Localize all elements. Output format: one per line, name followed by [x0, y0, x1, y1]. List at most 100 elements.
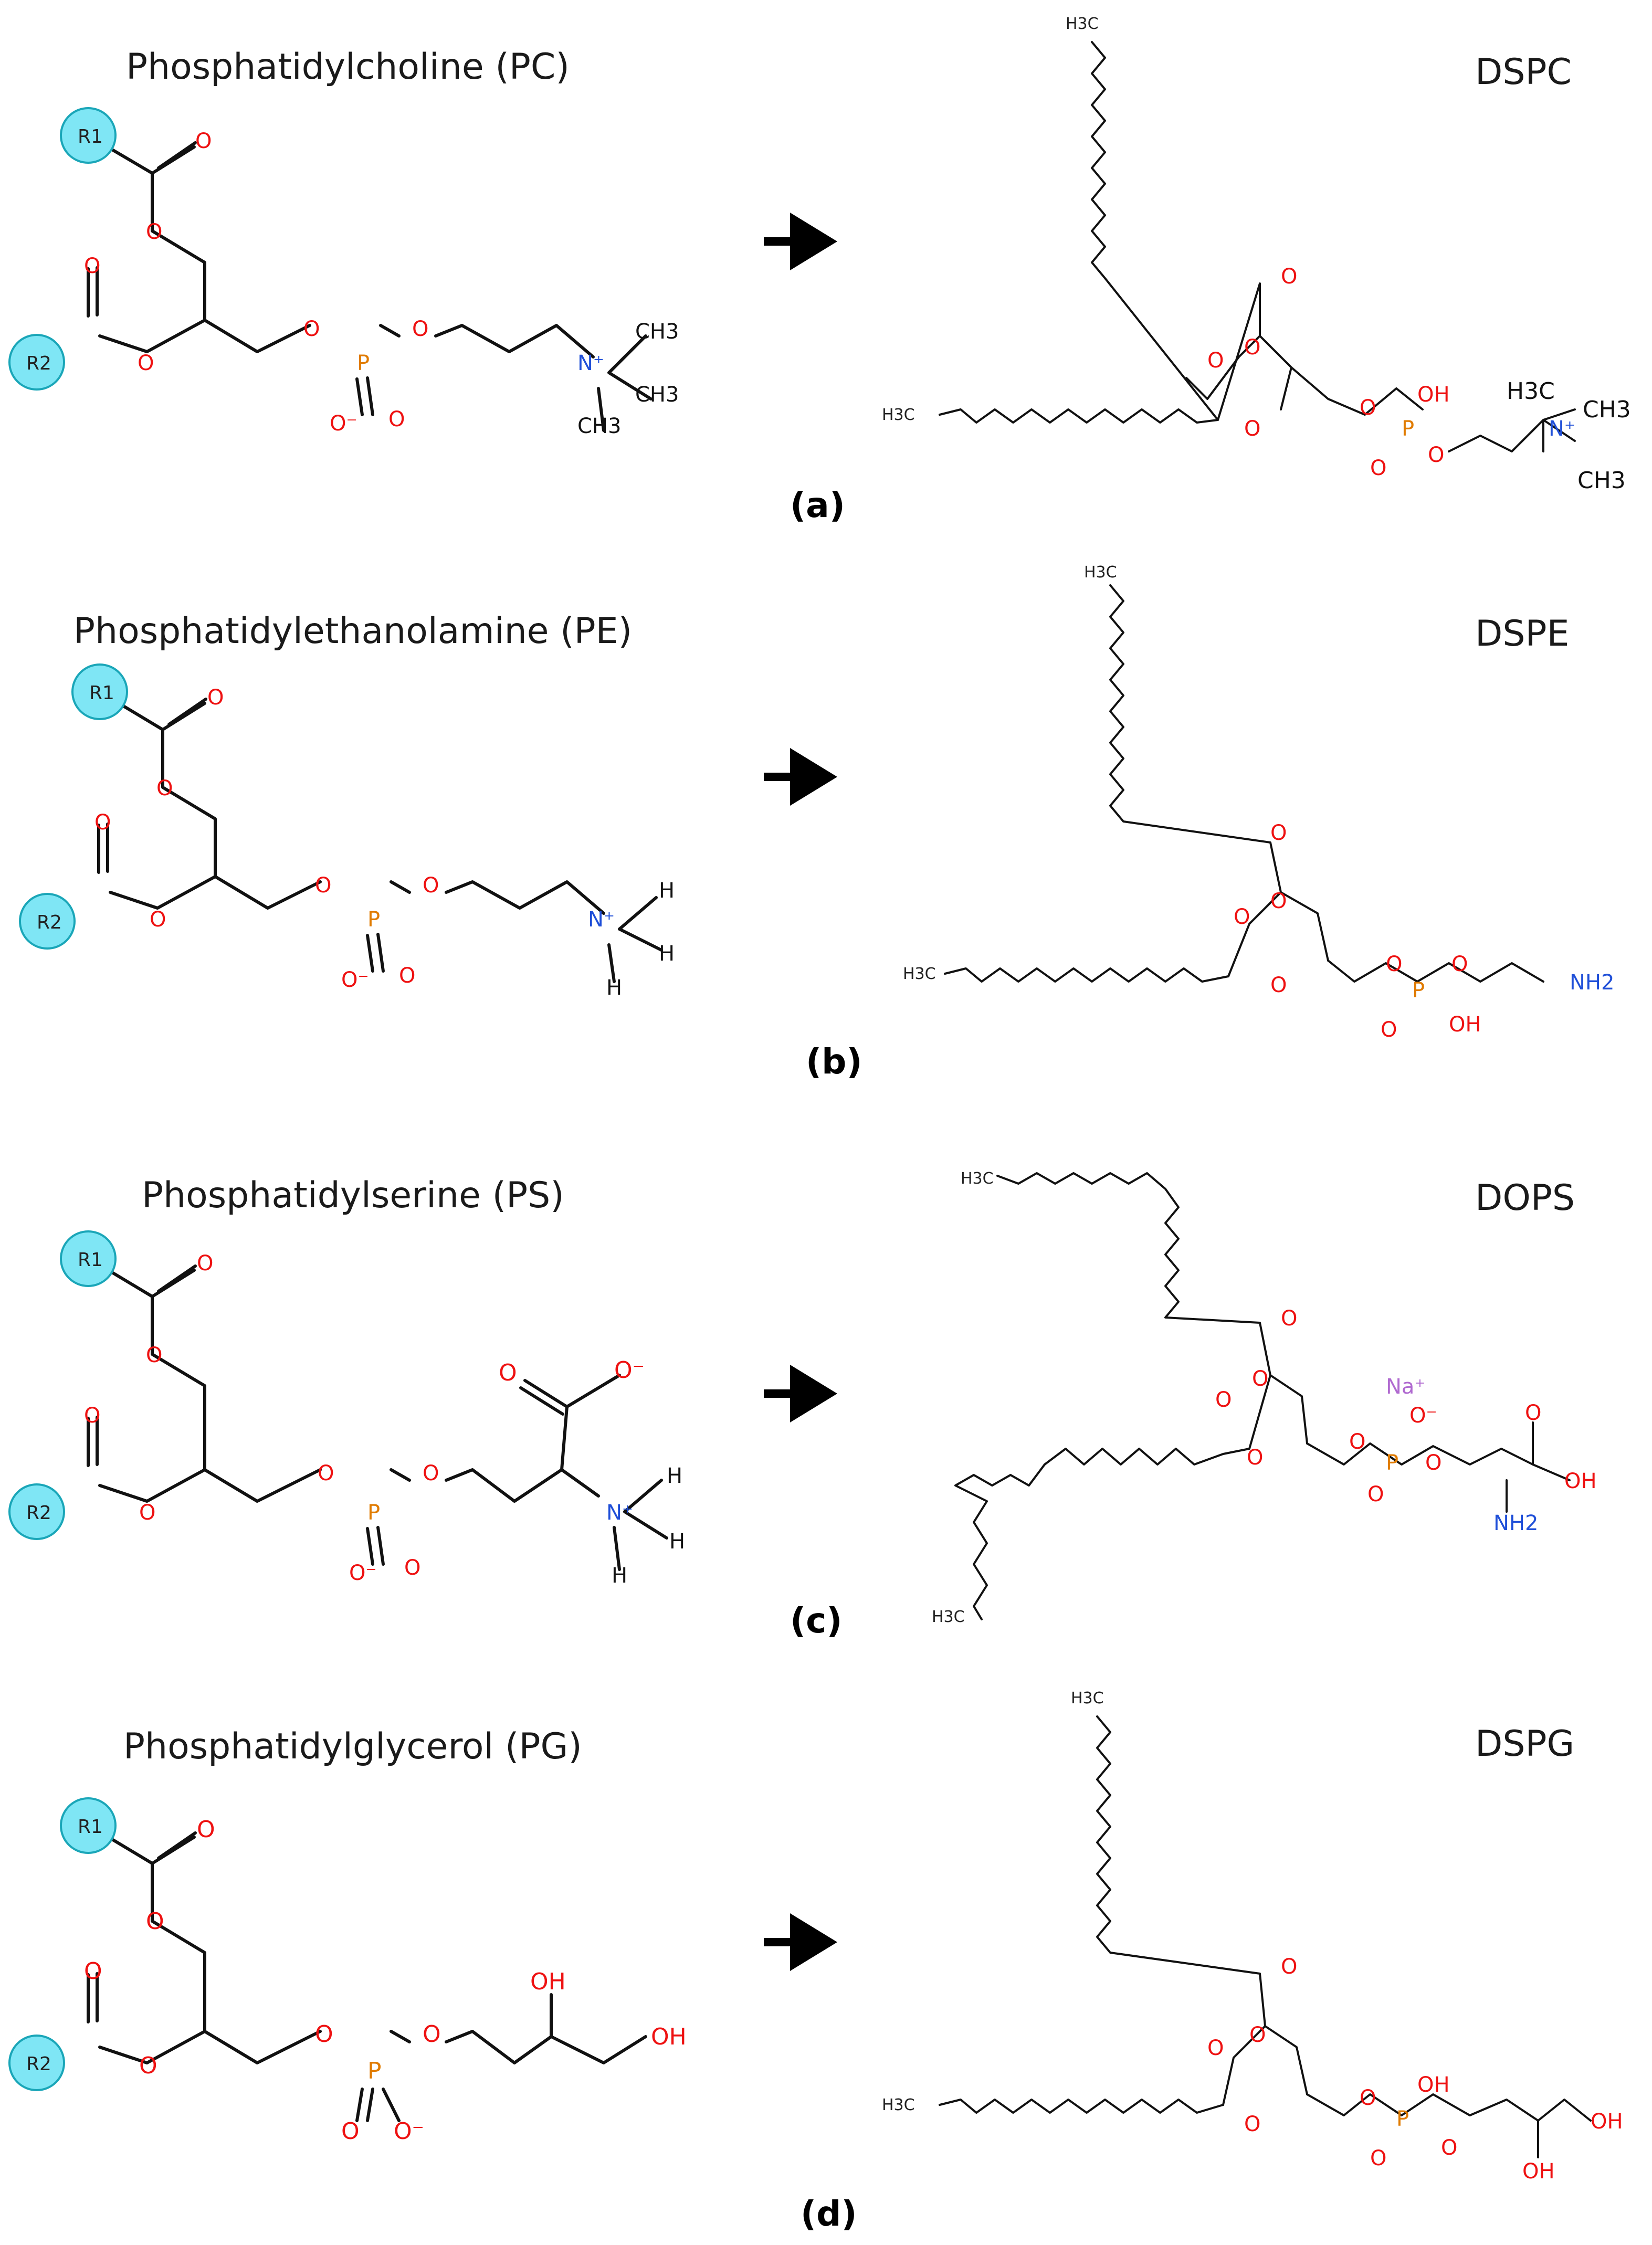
r2-label: R2 [26, 1502, 51, 1524]
phosphate-oxygen-2: O [423, 873, 439, 898]
hydrogen-1: H [667, 1464, 682, 1488]
methyl-2: CH3 [635, 383, 679, 407]
carbonyl-oxygen-1: O [207, 686, 224, 710]
ester-oxygen-2: O [1244, 417, 1260, 441]
r2-group [19, 893, 76, 950]
hydroxyl: OH [1417, 383, 1450, 407]
hydroxyl-2: OH [1522, 2159, 1555, 2184]
hydrogen-2: H [669, 1530, 685, 1554]
r1-group [60, 107, 117, 164]
ester-oxygen-2: O [138, 351, 154, 375]
phosphorus: P [1402, 417, 1414, 441]
phosphate-double-oxygen: O [1367, 1482, 1384, 1506]
ester-oxygen-1: O [146, 1908, 164, 1935]
r2-label: R2 [26, 353, 51, 374]
specific-structure: H3C O O O H3C O O OH P O O H3C N⁺ CH3 CH… [882, 15, 1631, 494]
phosphate-oxygen-1: O [1360, 396, 1376, 420]
general-structure: R1 R2 O O O O P O O O O⁻ OH OH [8, 1797, 687, 2145]
phosphate-hydroxyl: OH [1417, 2073, 1450, 2097]
specific-structure: H3C O O O H3C O O OH P O O OH OH [882, 1689, 1623, 2184]
ammonium-nitrogen: N⁺ [606, 1501, 633, 1525]
r2-group [8, 334, 65, 391]
methyl-terminus-2: H3C [882, 2096, 915, 2114]
carbonyl-oxygen-2: O [1234, 905, 1250, 929]
specific-structure: H3C O O O H3C O O P O O OH NH2 [903, 563, 1614, 1042]
ester-oxygen-2: O [1270, 973, 1287, 997]
r2-label: R2 [26, 2053, 51, 2075]
phosphate-anion-oxygen: O⁻ [1409, 1404, 1437, 1428]
sodium-ion: Na⁺ [1386, 1375, 1426, 1399]
carbonyl-oxygen-1: O [1281, 1955, 1297, 1979]
specific-structure: H3C O O O O Na⁺ O⁻ O P O O O OH NH2 H3C [932, 1169, 1597, 1626]
phosphate-anion-oxygen: O⁻ [394, 2118, 424, 2145]
carbonyl-oxygen-2: O [1215, 1388, 1232, 1412]
panel-a: Phosphatidylcholine (PC) DSPC (a) R1 R2 … [8, 15, 1631, 525]
phosphate-anion-oxygen: O⁻ [349, 1561, 377, 1585]
phosphate-double-oxygen: O [1370, 456, 1386, 480]
methyl-1: H3C [1507, 378, 1555, 405]
panel-d: Phosphatidylglycerol (PG) DSPG (d) R1 R2… [8, 1689, 1623, 2234]
carbonyl-oxygen-2: O [84, 1404, 100, 1428]
phosphate-anion-oxygen: O⁻ [341, 968, 369, 992]
panel-b: Phosphatidylethanolamine (PE) DSPE (b) R… [19, 563, 1614, 1082]
ester-oxygen-1: O [1270, 889, 1287, 913]
general-structure: R1 R2 O O O O P O⁻ O O N⁺ CH3 CH3 CH3 O [8, 107, 679, 438]
phosphate-oxygen-2: O [1451, 952, 1468, 976]
methyl-1: CH3 [635, 320, 679, 344]
hydroxyl-1: OH [530, 1968, 566, 1995]
phosphate-oxygen-2: O [1441, 2136, 1457, 2160]
carbonyl-oxygen-1: O [197, 1816, 215, 1843]
carbonyl-oxygen-2: O [1207, 349, 1224, 373]
arrow-icon [764, 1365, 837, 1422]
phosphate-oxygen-1: O [315, 873, 331, 898]
general-structure: R1 R2 O O O O P O⁻ O O O N⁺ H H H [19, 663, 675, 1000]
r1-group [60, 1230, 117, 1287]
ester-oxygen-2: O [1247, 1446, 1263, 1470]
phosphorus: P [1386, 1451, 1398, 1475]
panel-label: (c) [790, 1600, 842, 1641]
r1-label: R1 [78, 1816, 103, 1838]
methyl-3: CH3 [1577, 467, 1626, 494]
phosphate-oxygen-2: O [1425, 1451, 1441, 1475]
methyl-terminus-2: H3C [882, 406, 915, 424]
panel-label: (a) [790, 485, 845, 525]
hydroxyl-2: OH [651, 2023, 687, 2050]
methyl-terminus-2: H3C [903, 965, 936, 983]
phosphate-oxygen-1: O [303, 317, 320, 341]
phosphate-oxygen-1: O [1386, 952, 1402, 976]
panel-label: (b) [806, 1041, 862, 1082]
r1-label: R1 [89, 682, 114, 704]
phosphate-oxygen-2: O [1428, 443, 1444, 467]
methyl-terminus: H3C [1084, 563, 1117, 582]
ester-oxygen-1: O [1244, 335, 1260, 360]
carboxyl-oxygen: O [1525, 1401, 1541, 1425]
ester-oxygen-2: O [1244, 2112, 1260, 2136]
hydrogen-3: H [606, 976, 622, 1000]
phosphate-double-oxygen: O [1381, 1018, 1397, 1042]
amine: NH2 [1493, 1511, 1538, 1535]
methyl-2: CH3 [1583, 396, 1631, 423]
r2-group [8, 1483, 65, 1540]
ammonium-nitrogen: N⁺ [1549, 417, 1575, 441]
arrow-icon [764, 1913, 837, 1971]
r2-group [8, 2035, 65, 2091]
panel-label: (d) [801, 2194, 857, 2234]
carbonyl-oxygen-1: O [1270, 821, 1287, 845]
methyl-terminus: H3C [961, 1169, 994, 1188]
specific-title: DSPG [1475, 1723, 1574, 1765]
carboxylate-oxygen: O⁻ [614, 1357, 645, 1384]
panel-c: Phosphatidylserine (PS) DOPS (c) R1 R2 O… [8, 1169, 1597, 1641]
specific-title: DOPS [1475, 1177, 1575, 1219]
amine: NH2 [1570, 971, 1614, 995]
ester-oxygen-2: O [139, 1501, 155, 1525]
carbonyl-oxygen-2: O [1207, 2036, 1224, 2060]
methyl-terminus: H3C [1071, 1689, 1104, 1708]
phosphorus: P [1396, 2107, 1409, 2131]
ammonium-nitrogen: N⁺ [577, 351, 604, 375]
carbonyl-oxygen-2: O [94, 810, 111, 835]
ester-oxygen-1: O [156, 776, 173, 800]
methyl-terminus: H3C [1066, 15, 1099, 33]
specific-title: DSPC [1475, 51, 1572, 93]
